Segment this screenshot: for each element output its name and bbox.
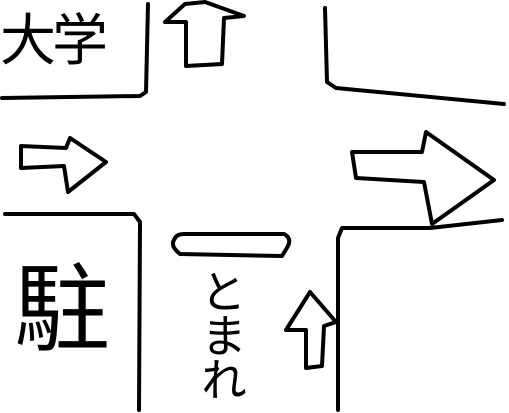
parking-label: 駐	[14, 254, 110, 366]
arrow-up-south-icon	[284, 290, 338, 370]
arrow-right-east-icon	[350, 130, 496, 226]
university-label: 大学	[0, 9, 108, 74]
arrow-up-north-icon	[163, 0, 246, 68]
road-edge-bottom-left	[3, 212, 142, 412]
arrow-right-west-icon	[19, 136, 108, 194]
road-edge-bottom-right	[336, 218, 504, 412]
stop-road-marking-label: とまれ	[194, 268, 248, 400]
road-edge-top-left	[0, 2, 150, 100]
road-edge-top-right	[323, 6, 506, 106]
stop-line-bar	[170, 232, 292, 258]
